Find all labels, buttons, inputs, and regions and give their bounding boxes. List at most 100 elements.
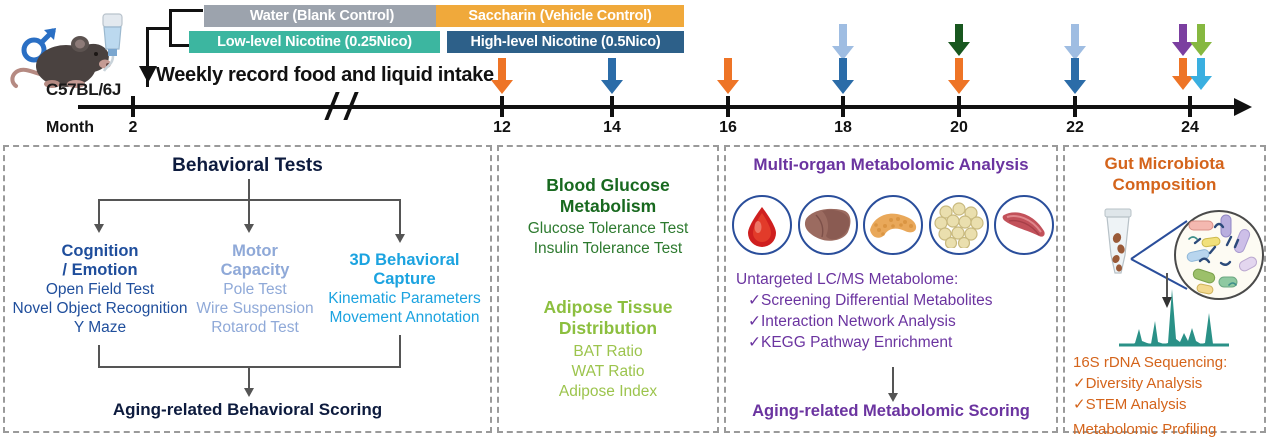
event-arrow-shaft xyxy=(839,24,847,46)
muscle-icon xyxy=(994,195,1054,255)
event-arrow-month-14 xyxy=(601,58,623,94)
connector-branch-left xyxy=(98,199,100,224)
event-arrow-shaft xyxy=(955,58,963,80)
axis-arrowhead-icon xyxy=(1234,98,1252,116)
blood-drop-icon xyxy=(732,195,792,255)
weekly-record-label: Weekly record food and liquid intake xyxy=(156,64,494,86)
connector-arrow-score-icon xyxy=(244,388,254,397)
organ-body-heading: Untargeted LC/MS Metabolome: xyxy=(736,271,959,288)
gut-item-metabolomic-profiling: Metabolomic Profiling xyxy=(1073,421,1217,438)
timeline-area: C57BL/6J Water (Blank Control) Low-level… xyxy=(0,0,1269,140)
axis-tick-24 xyxy=(1188,96,1192,117)
gut-title-line1: Gut Microbiota xyxy=(1104,154,1225,173)
adipose-icon xyxy=(928,195,989,255)
event-arrow-month-18 xyxy=(832,58,854,94)
behavior-heading-3d-line1: 3D Behavioral xyxy=(349,251,460,269)
bacteria-circle-icon xyxy=(1174,210,1264,300)
axis-tick-12 xyxy=(500,96,504,117)
connector-arrow-left-icon xyxy=(94,224,104,233)
event-arrow-shaft xyxy=(839,58,847,80)
male-symbol-icon xyxy=(21,28,56,63)
gut-body-text: 16S rDNA Sequencing: ✓Diversity Analysis… xyxy=(1073,352,1263,440)
event-arrow-shaft xyxy=(955,24,963,42)
sequencing-trace-icon xyxy=(1119,289,1229,347)
behavior-heading-cognition-line2: / Emotion xyxy=(62,261,138,279)
axis-tick-20 xyxy=(957,96,961,117)
pancreas-icon xyxy=(863,195,923,255)
gut-body-heading: 16S rDNA Sequencing: xyxy=(1073,354,1228,371)
event-arrow-shaft xyxy=(1197,58,1205,76)
event-arrow-head-icon xyxy=(1172,76,1194,90)
event-arrow-shaft xyxy=(1071,24,1079,46)
organ-body-text: Untargeted LC/MS Metabolome: ✓Screening … xyxy=(736,269,1056,353)
event-arrow-month-24 xyxy=(1172,58,1194,90)
legend-water: Water (Blank Control) xyxy=(204,5,440,27)
connector-arrow-mid-icon xyxy=(244,224,254,233)
event-arrow-month-24 xyxy=(1172,24,1194,56)
axis-tick-2 xyxy=(131,96,135,117)
organ-connector-arrow-icon xyxy=(888,393,898,402)
gut-title-line2: Composition xyxy=(1112,175,1217,194)
adipose-item-wat: WAT Ratio xyxy=(571,363,645,380)
axis-tick-label-2: 2 xyxy=(128,119,138,136)
event-arrow-head-icon xyxy=(1190,76,1212,90)
axis-tick-22 xyxy=(1073,96,1077,117)
behavior-item-pole-test: Pole Test xyxy=(223,281,287,298)
event-arrow-shaft xyxy=(1197,24,1205,42)
metabolism-item-gtt: Glucose Tolerance Test xyxy=(527,220,689,237)
animal-strain-label: C57BL/6J xyxy=(46,80,122,99)
event-arrow-shaft xyxy=(608,58,616,80)
organ-item-interaction: ✓Interaction Network Analysis xyxy=(748,313,956,330)
behavior-item-y-maze: Y Maze xyxy=(73,319,127,336)
gut-illustration xyxy=(1069,193,1264,348)
behavior-heading-motor-line2: Capacity xyxy=(220,261,290,279)
axis-tick-label-20: 20 xyxy=(950,119,968,136)
organ-icon-row xyxy=(732,195,1054,255)
behavior-heading-cognition-line1: Cognition xyxy=(61,242,139,260)
organ-panel-title: Multi-organ Metabolomic Analysis xyxy=(753,155,1029,174)
event-arrow-head-icon xyxy=(491,80,513,94)
event-arrow-head-icon xyxy=(1172,42,1194,56)
metabolism-title-adipose: Adipose Tissue Distribution xyxy=(499,297,717,339)
bracket-arm-top xyxy=(169,9,203,12)
event-arrow-head-icon xyxy=(601,80,623,94)
event-arrow-shaft xyxy=(1179,58,1187,76)
magnifier-connector-icon xyxy=(1130,220,1188,290)
month-axis-caption: Month xyxy=(46,119,94,136)
axis-tick-16 xyxy=(726,96,730,117)
connector-up-right xyxy=(399,335,401,367)
event-arrow-shaft xyxy=(1071,58,1079,80)
event-arrow-head-icon xyxy=(832,80,854,94)
event-arrow-head-icon xyxy=(1064,80,1086,94)
axis-tick-label-18: 18 xyxy=(834,119,852,136)
event-arrow-month-16 xyxy=(717,58,739,94)
metabolism-items-glucose: Glucose Tolerance Test Insulin Tolerance… xyxy=(499,219,717,259)
behavior-column-3d-capture: 3D Behavioral Capture Kinematic Paramete… xyxy=(317,251,492,327)
event-arrow-head-icon xyxy=(948,42,970,56)
behavior-item-rotarod: Rotarod Test xyxy=(211,319,299,336)
axis-tick-label-16: 16 xyxy=(719,119,737,136)
bracket-stem xyxy=(146,27,149,87)
behavior-item-novel-object: Novel Object Recognition xyxy=(12,300,188,317)
timeline-axis xyxy=(78,105,1238,109)
event-arrow-head-icon xyxy=(1190,42,1212,56)
adipose-item-index: Adipose Index xyxy=(558,383,658,400)
event-arrow-month-20 xyxy=(948,58,970,94)
bracket-arm-bottom xyxy=(169,44,189,47)
event-arrow-month-20 xyxy=(948,24,970,56)
event-arrow-month-12 xyxy=(491,58,513,94)
event-arrow-head-icon xyxy=(1064,46,1086,60)
event-arrow-head-icon xyxy=(948,80,970,94)
connector-up-left xyxy=(98,345,100,367)
event-arrow-month-24 xyxy=(1190,24,1212,56)
panel-blood-glucose-adipose: Blood Glucose Metabolism Glucose Toleran… xyxy=(497,145,719,433)
mouse-illustration xyxy=(4,8,144,108)
axis-tick-label-12: 12 xyxy=(493,119,511,136)
panel-gut-microbiota: Gut Microbiota Composition xyxy=(1063,145,1266,438)
organ-item-kegg: ✓KEGG Pathway Enrichment xyxy=(748,334,953,351)
axis-tick-label-22: 22 xyxy=(1066,119,1084,136)
behavior-column-cognition: Cognition / Emotion Open Field Test Nove… xyxy=(5,242,195,337)
axis-tick-label-14: 14 xyxy=(603,119,621,136)
gut-item-diversity: ✓Diversity Analysis xyxy=(1073,375,1203,392)
